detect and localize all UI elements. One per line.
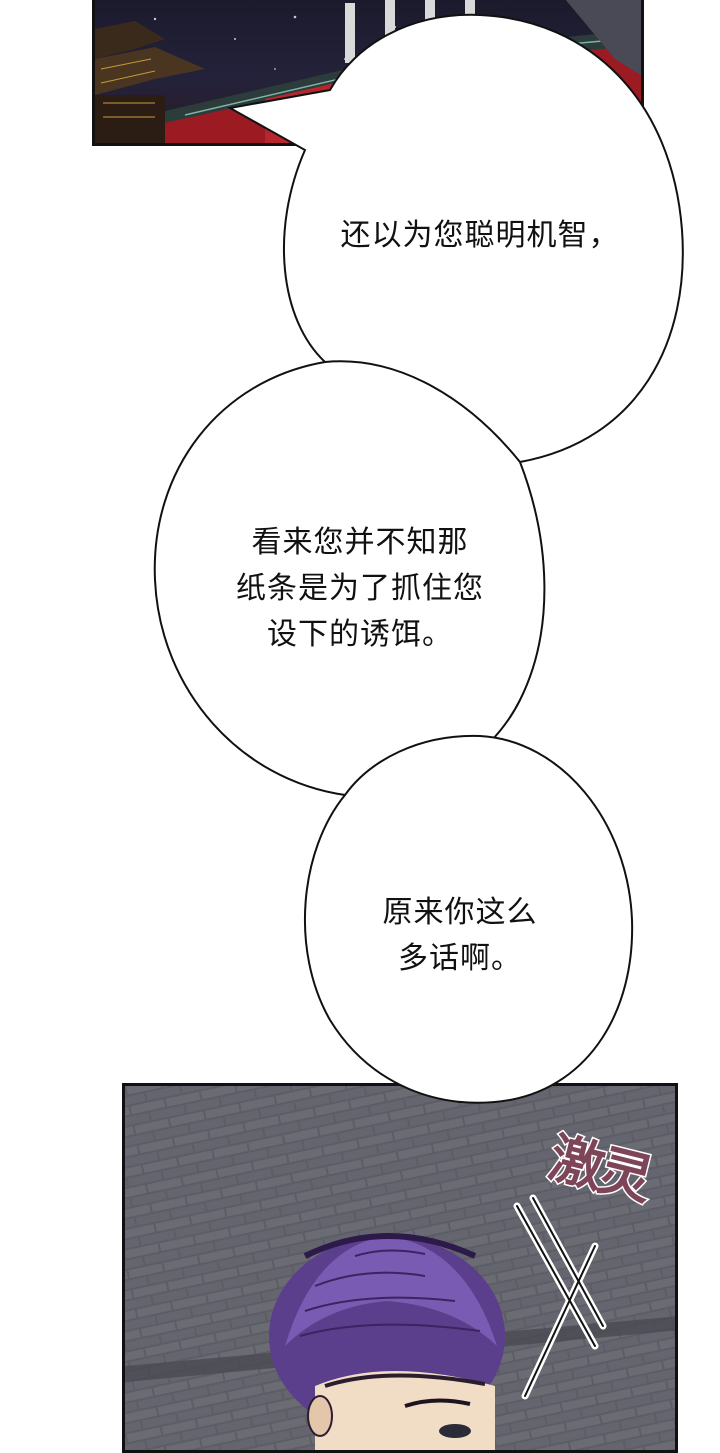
dialogue-line-3: 原来你这么 多话啊。 — [382, 895, 538, 976]
character-face — [307, 1371, 495, 1450]
character-illustration — [125, 1086, 675, 1450]
dialogue-line-2: 看来您并不知那 纸条是为了抓住您 设下的诱饵。 — [236, 525, 484, 652]
figure-shoulder — [565, 0, 641, 76]
character-panel — [122, 1083, 678, 1453]
dialogue-line-1: 还以为您聪明机智， — [340, 218, 620, 253]
pagoda-roof — [95, 21, 205, 143]
speech-bubble-3 — [303, 734, 634, 1104]
speech-bubble-1 — [227, 13, 684, 464]
